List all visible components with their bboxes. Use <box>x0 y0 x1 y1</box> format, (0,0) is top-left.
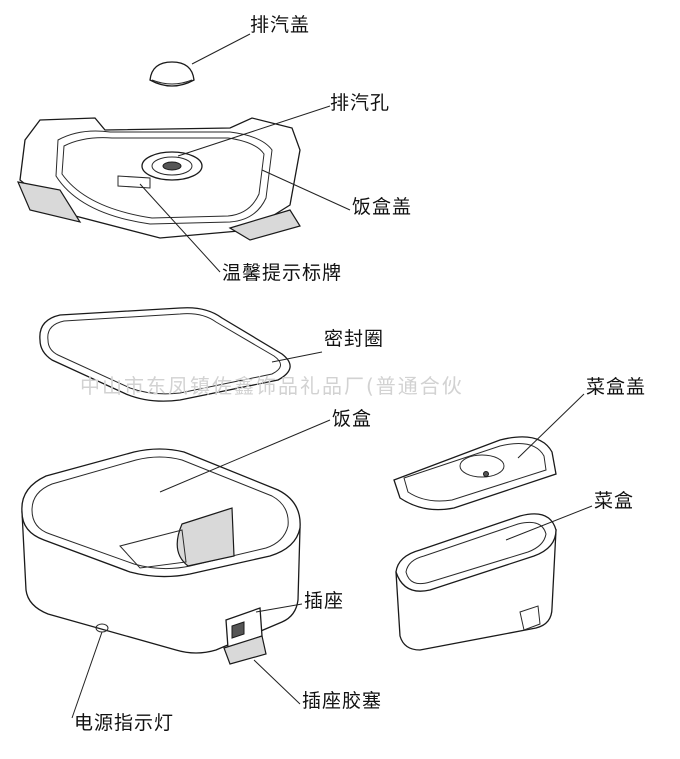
label-rice-box: 饭盒 <box>332 408 373 430</box>
label-seal-ring: 密封圈 <box>324 328 385 350</box>
seal-ring-part <box>39 307 291 402</box>
label-warm-tip: 温馨提示标牌 <box>222 262 343 284</box>
label-socket-plug: 插座胶塞 <box>302 690 383 712</box>
label-vent-hole: 排汽孔 <box>330 92 391 114</box>
leader-lines <box>71 33 593 719</box>
dish-box-part <box>395 513 557 651</box>
label-dish-box-lid: 菜盒盖 <box>586 376 647 398</box>
watermark: 中山市东凤镇佐鑫饰品礼品厂(普通合伙 <box>80 374 464 398</box>
socket-plug-part <box>223 635 267 665</box>
label-dish-box: 菜盒 <box>594 490 635 512</box>
vent-cap-part <box>149 61 195 87</box>
dish-box-lid-part <box>393 436 557 511</box>
label-rice-box-lid: 饭盒盖 <box>352 196 413 218</box>
label-power-indicator: 电源指示灯 <box>74 712 175 734</box>
rice-box-lid-part <box>17 117 301 241</box>
label-socket: 插座 <box>304 590 345 612</box>
label-vent-cap: 排汽盖 <box>250 14 311 36</box>
